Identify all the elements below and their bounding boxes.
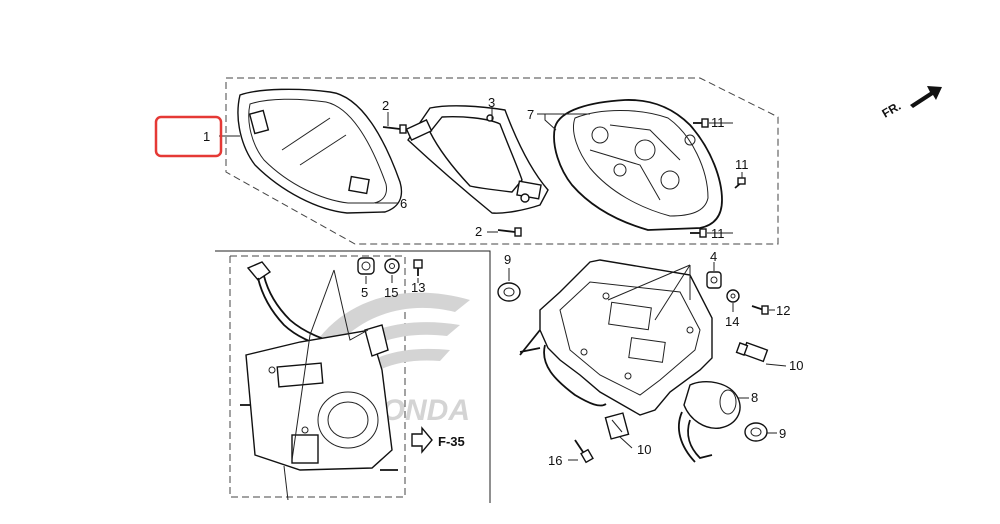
bolt-13 xyxy=(413,259,423,276)
direction-label: FR. xyxy=(880,99,904,121)
reference-label: F-35 xyxy=(438,434,465,449)
screw-11-top xyxy=(693,118,709,128)
upper-assembly-frame xyxy=(225,77,779,245)
callout-1: 1 xyxy=(203,129,210,144)
bolt-12 xyxy=(751,305,769,315)
highlight-box xyxy=(154,115,223,158)
callout-11-top: 11 xyxy=(711,115,725,130)
callout-8: 8 xyxy=(751,390,758,405)
callout-6: 6 xyxy=(400,196,407,211)
lower-left-frame-solid xyxy=(215,250,491,503)
callout-2-top: 2 xyxy=(382,98,389,113)
callout-11-bottom: 11 xyxy=(711,226,725,241)
reference-arrow: F-35 xyxy=(411,426,465,454)
callout-7: 7 xyxy=(527,107,534,122)
connector-10-right xyxy=(735,341,769,363)
screw-2-bottom xyxy=(497,227,522,237)
callout-2-bottom: 2 xyxy=(475,224,482,239)
callout-13: 13 xyxy=(411,280,425,295)
meter-case-part xyxy=(553,99,723,231)
mounting-rubber-5 xyxy=(357,257,375,275)
leader-lines-lower-left xyxy=(283,269,419,501)
washer-14 xyxy=(726,289,740,303)
callout-16: 16 xyxy=(548,453,562,468)
callout-15: 15 xyxy=(384,285,398,300)
meter-unit-part xyxy=(405,105,549,214)
washer-15 xyxy=(384,258,400,274)
callout-3: 3 xyxy=(488,95,495,110)
callout-4: 4 xyxy=(710,249,717,264)
rubber-4 xyxy=(706,271,722,289)
grommet-9-bottom xyxy=(744,422,768,442)
meter-visor-part xyxy=(237,88,403,214)
front-direction-indicator: FR. xyxy=(880,86,942,121)
connector-10-bottom xyxy=(604,412,630,440)
meter-bracket-part xyxy=(519,259,713,416)
callout-12: 12 xyxy=(776,303,790,318)
screw-11-bottom xyxy=(690,228,707,238)
callout-5: 5 xyxy=(361,285,368,300)
callout-14: 14 xyxy=(725,314,739,329)
callout-10-bottom: 10 xyxy=(637,442,651,457)
screw-2-top xyxy=(382,124,407,134)
callout-9-top: 9 xyxy=(504,252,511,267)
lower-left-frame-dashed xyxy=(229,255,406,498)
screw-11-mid xyxy=(734,177,746,189)
callout-9-bottom: 9 xyxy=(779,426,786,441)
bolt-16 xyxy=(574,439,594,464)
leader-lines-lower-right xyxy=(508,262,787,461)
callout-labels: 1 2 3 7 11 11 6 2 11 5 15 13 9 4 14 12 1… xyxy=(203,95,803,468)
harness-8-part xyxy=(678,381,741,463)
leader-lines-upper xyxy=(219,107,743,234)
callout-11-mid: 11 xyxy=(735,157,749,172)
grommet-9-top xyxy=(497,282,521,302)
meter-stay-part xyxy=(240,324,398,471)
callout-10-right: 10 xyxy=(789,358,803,373)
